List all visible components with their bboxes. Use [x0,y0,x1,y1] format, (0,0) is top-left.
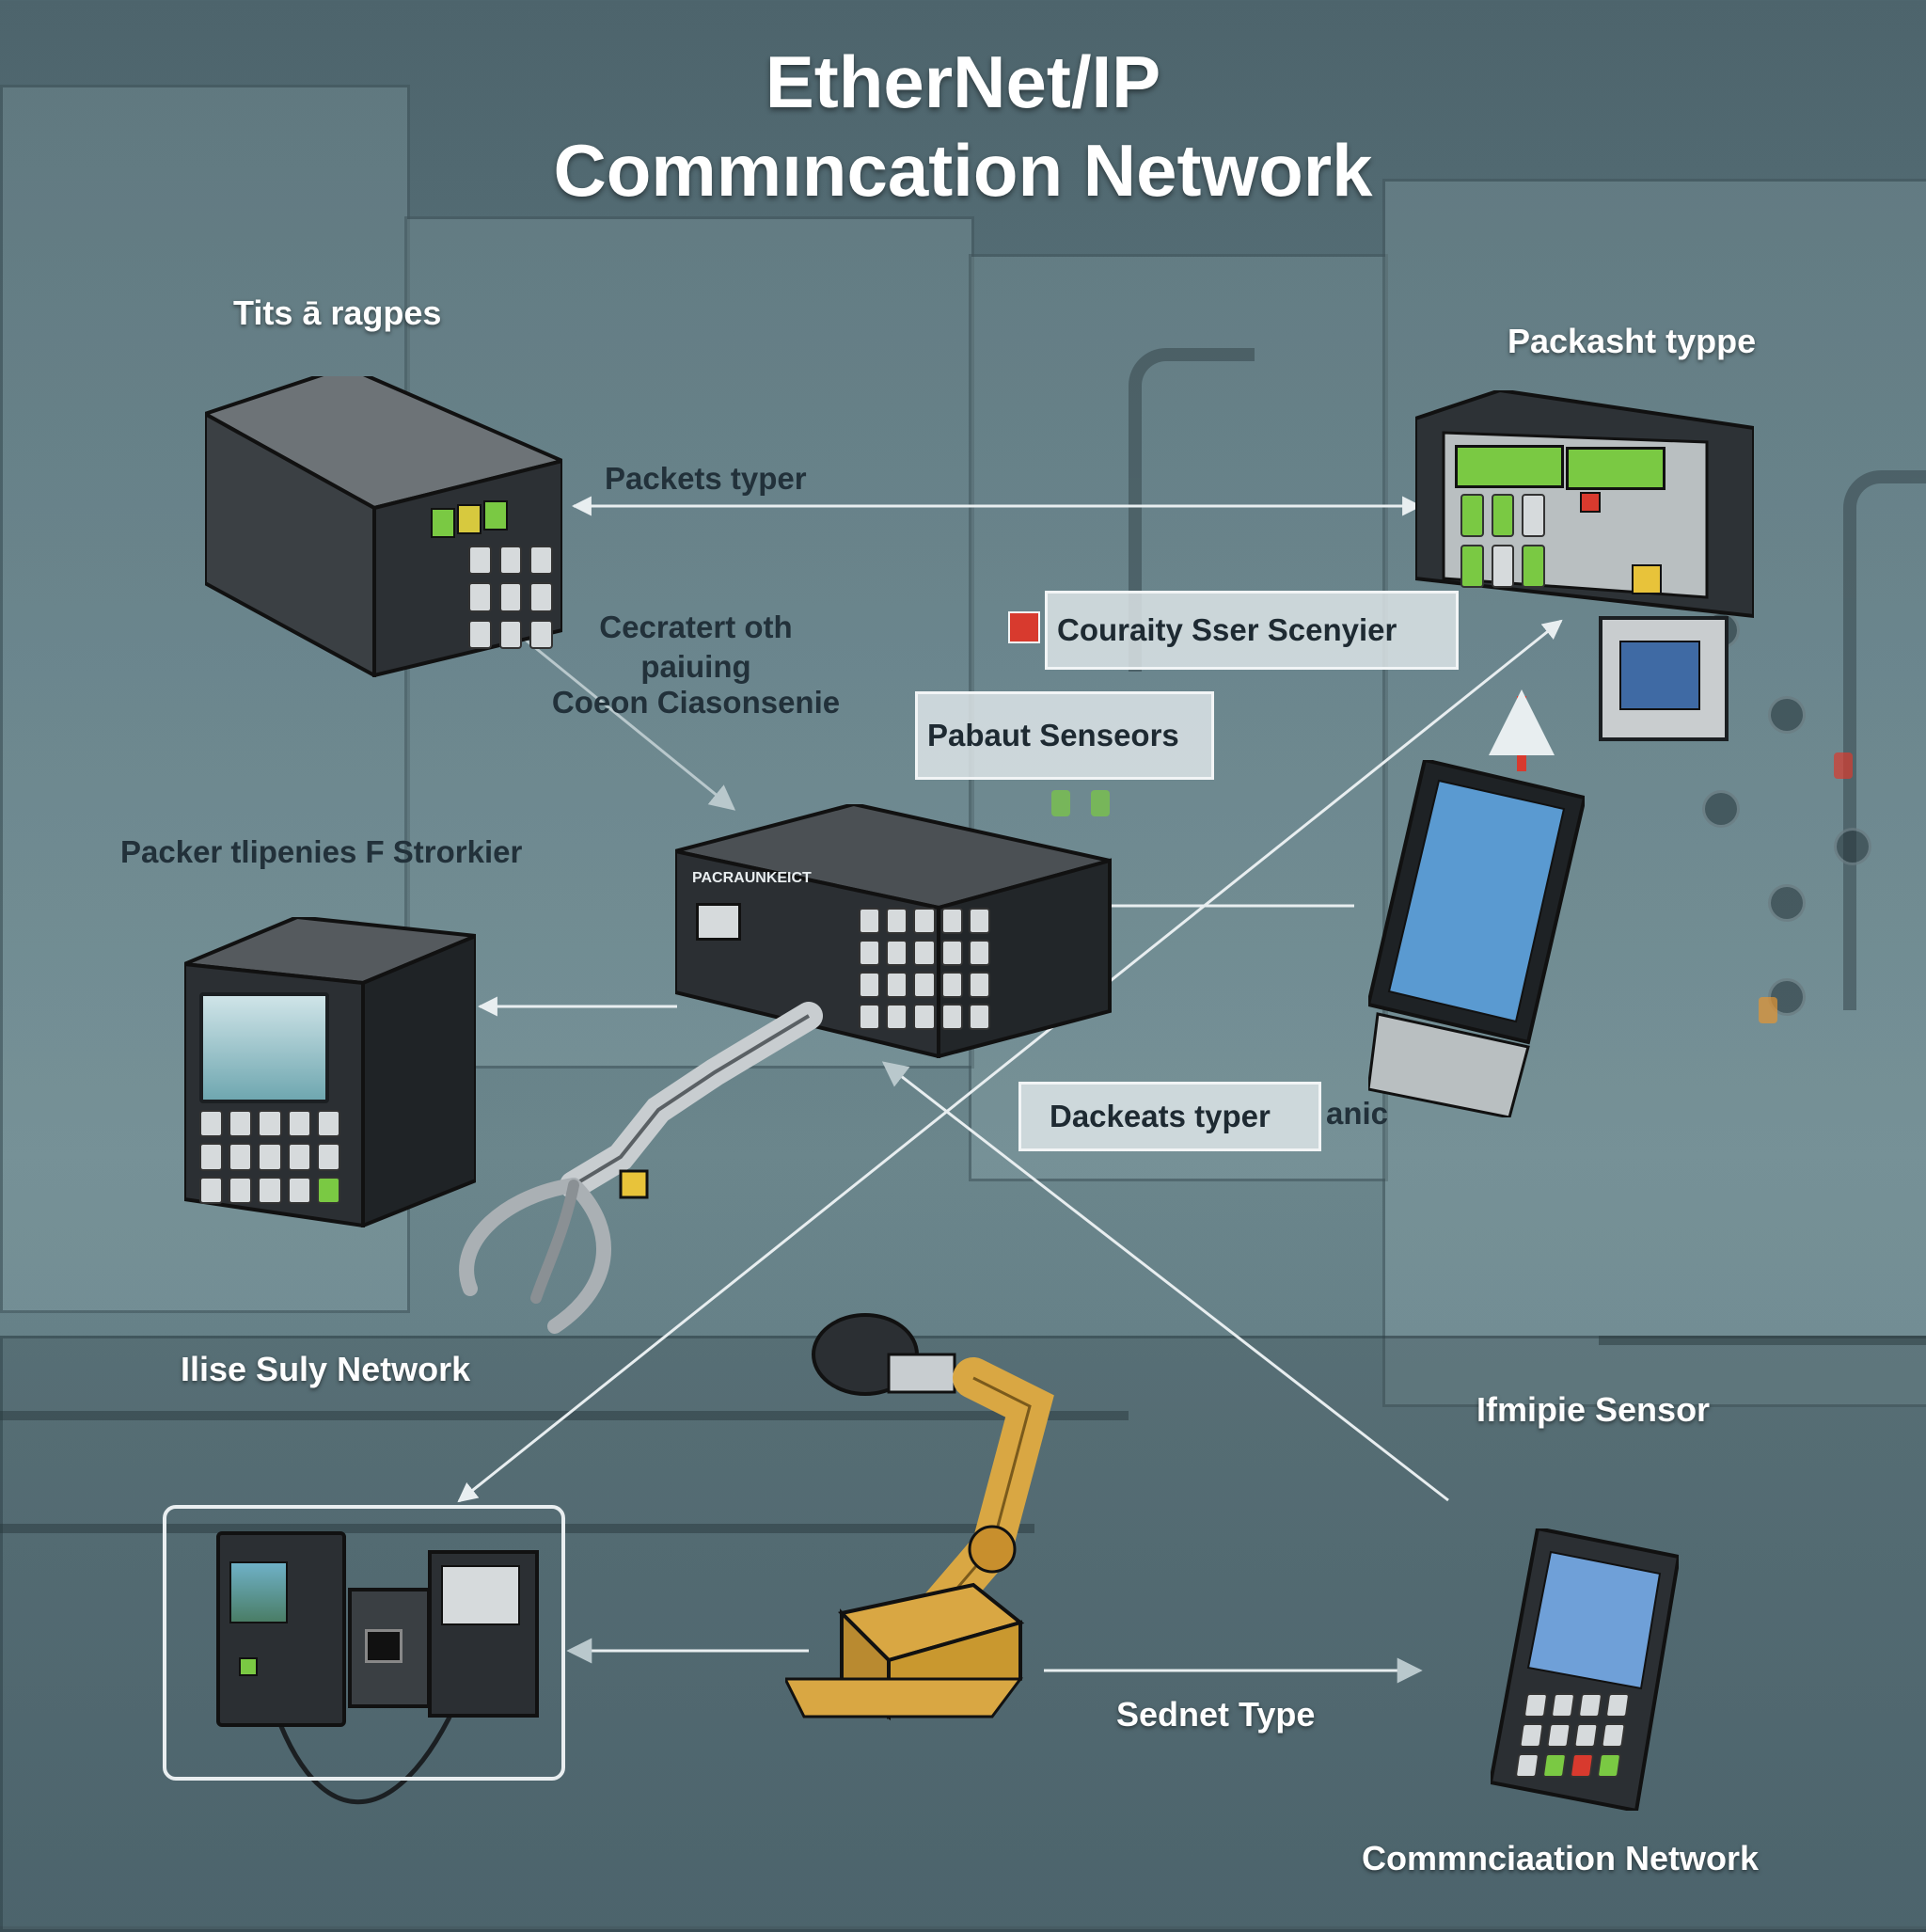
bg-panel-button [1702,790,1740,828]
center-note-line1: Cecratert oth [599,610,793,644]
bg-rail-2 [0,1524,1034,1533]
center-note-line2: paiuing [640,649,751,684]
connector-diagonal-long [457,619,1563,1503]
switch-screen [229,1561,288,1623]
panel-button-red [1580,492,1601,513]
bg-pipe-1 [1843,470,1926,1010]
label-top-left: Tits ā ragpes [233,293,442,332]
router-icon: PACRAUNKEICT [673,801,1117,1059]
label-bottom-center: Sednet Type [1116,1695,1316,1734]
security-scanner-box: Couraity Sser Scenyier [1045,591,1459,670]
sensors-box: Pabaut Senseors [915,691,1214,780]
diagram-title-line1: EtherNet/IP [765,40,1161,123]
tablet-shape [1366,757,1587,1119]
label-right-bottom: Ifmipie Sensor [1476,1390,1711,1429]
bg-indicator-red [1834,752,1853,779]
status-led-green [483,500,508,531]
label-anic-fragment: anic [1326,1096,1389,1131]
panel-buttons [1460,494,1545,588]
label-bottom-right: Commnciaation Network [1362,1839,1760,1877]
packets-box: Dackeats typer [1018,1082,1321,1151]
security-alert-icon [1008,611,1040,643]
robot-arm-shape [782,1313,1054,1721]
router-port-grid [859,908,990,1030]
bg-rail-3 [1599,1336,1926,1345]
label-top-right: Packasht typpe [1508,322,1757,360]
switch-group-frame [163,1505,565,1781]
status-led-yellow [457,504,482,534]
connector-center-to-bottom-right [881,1061,1449,1502]
io-module-screen [1619,641,1700,710]
control-panel-unit-icon [1413,388,1756,626]
bg-panel-button [1768,696,1806,734]
bg-panel-button [1768,884,1806,922]
hmi-controller-icon [182,914,478,1228]
plc-controller-icon [200,364,569,679]
status-led-green [431,508,455,538]
label-left-mid: Packer tlipenies F Strorkier [120,834,523,869]
tablet-icon [1366,757,1587,1119]
io-module-icon [1599,616,1729,741]
gripper-icon [433,988,828,1345]
diagram-title-line2: Commıncation Network [553,129,1373,212]
router-brand-label: PACRAUNKEICT [692,870,812,886]
hmi-keypad [199,1110,340,1204]
robot-arm-icon [782,1303,1096,1726]
bg-indicator-orange [1759,997,1777,1023]
rj45-port-icon [365,1629,403,1663]
switch-label-panel [441,1565,520,1625]
warning-sticker [1632,564,1662,594]
gripper-shape [459,1002,823,1334]
panel-screen [1566,447,1666,490]
switch-led-green [239,1657,258,1676]
ethernet-cable [265,1687,464,1805]
router-display [696,903,741,941]
switch-unit-mid [348,1588,431,1708]
label-left-bottom: Ilise Suly Network [181,1350,471,1388]
bg-panel-button [1834,828,1871,865]
controller-keypad [468,546,553,649]
switch-unit-left [216,1531,346,1727]
switch-unit-right [428,1550,539,1718]
center-note-line3: Coeon Ciasonsenie [551,685,841,720]
handheld-terminal-icon [1488,1526,1681,1813]
ethernet-switch-icon [216,1531,539,1727]
hmi-screen [199,992,329,1103]
panel-screen [1455,445,1564,488]
handheld-keypad [1514,1693,1631,1778]
label-connector-top: Packets typer [605,461,807,496]
